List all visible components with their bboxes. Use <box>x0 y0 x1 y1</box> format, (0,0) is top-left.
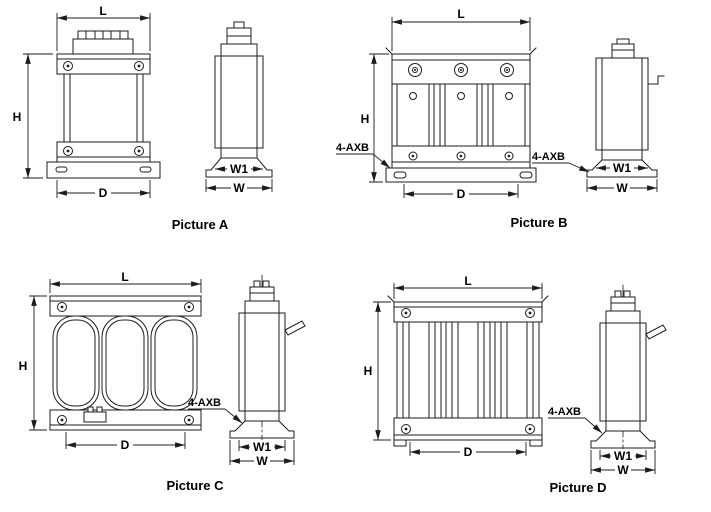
figure-d-front-view <box>387 295 549 447</box>
dim-label-l-c: L <box>121 270 128 284</box>
callout-4axb-c-side: 4-AXB <box>188 397 221 409</box>
lead-wire <box>647 75 665 85</box>
dim-label-w-d: W <box>617 463 629 477</box>
figure-b: L H D W1 W 4-AXB 4-AXB Picture B <box>336 7 665 230</box>
figure-d: L H D W1 W 4-AXB Picture D <box>364 274 667 495</box>
figure-a-labels: L H D W1 W Picture A <box>13 4 251 232</box>
dim-label-h-c: H <box>19 359 28 373</box>
mounting-tab <box>284 320 306 336</box>
dim-label-w1-b: W1 <box>613 161 631 175</box>
dim-label-l-d: L <box>464 274 471 288</box>
dim-label-w1-d: W1 <box>614 449 632 463</box>
caption-picture-a: Picture A <box>172 217 229 232</box>
dim-label-d-a: D <box>99 186 108 200</box>
dim-label-w1-c: W1 <box>253 440 271 454</box>
dim-label-l-a: L <box>99 4 106 18</box>
caption-picture-d: Picture D <box>549 480 606 495</box>
callout-4axb-b-side: 4-AXB <box>532 151 565 163</box>
mounting-tab <box>645 324 667 340</box>
figure-a-side-view <box>205 21 273 178</box>
caption-picture-b: Picture B <box>510 215 567 230</box>
figure-b-labels: L H D W1 W 4-AXB 4-AXB Picture B <box>336 7 634 230</box>
figure-a: L H D W1 W Picture A <box>13 4 273 232</box>
figure-a-dimensions <box>23 13 273 198</box>
dim-label-d-d: D <box>464 445 473 459</box>
figure-b-side-view <box>586 38 665 178</box>
figure-c-side-view <box>229 274 306 453</box>
dim-label-h-d: H <box>364 364 373 378</box>
dim-label-h-b: H <box>361 112 370 126</box>
figure-b-front-view <box>385 47 537 183</box>
figure-c-front-view <box>49 295 202 431</box>
dim-label-h-a: H <box>13 110 22 124</box>
figure-d-dimensions <box>373 283 656 474</box>
figure-d-labels: L H D W1 W 4-AXB Picture D <box>364 274 635 495</box>
dim-label-d-c: D <box>121 438 130 452</box>
caption-picture-c: Picture C <box>166 478 224 493</box>
dim-label-w1-a: W1 <box>230 162 248 176</box>
figure-a-front-view <box>46 30 161 179</box>
dim-label-w-b: W <box>616 181 628 195</box>
figure-d-side-view <box>590 284 667 463</box>
dim-label-l-b: L <box>457 7 464 21</box>
figure-c-labels: L H D W1 W 4-AXB Picture C <box>19 270 274 493</box>
dim-label-d-b: D <box>457 187 466 201</box>
dim-label-w-a: W <box>233 181 245 195</box>
dim-label-w-c: W <box>256 454 268 468</box>
callout-4axb-d-side: 4-AXB <box>548 406 581 418</box>
callout-4axb-b-front: 4-AXB <box>336 142 369 154</box>
figure-c: L H D W1 W 4-AXB Picture C <box>19 270 306 493</box>
